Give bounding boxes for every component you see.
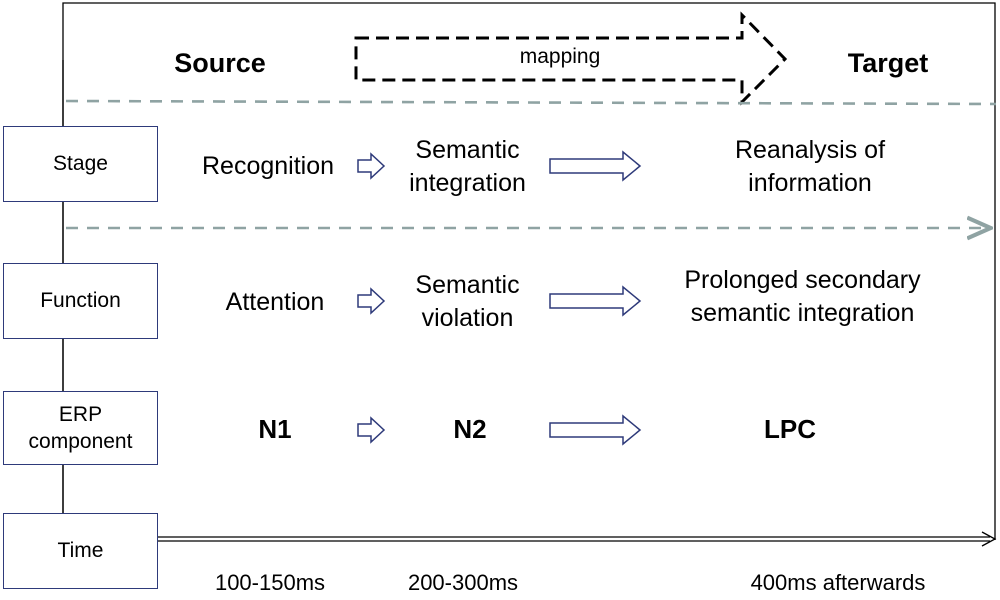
long-arrow-stage [549,150,642,182]
function-box: Function [3,263,158,339]
time-axis-arrowhead [981,531,997,547]
target-label: Target [847,48,929,78]
function-prolonged-integration: Prolonged secondary semantic integration [684,266,921,327]
function-box-label: Function [40,289,121,313]
erp-component-box: ERP component [3,391,158,465]
stage-box: Stage [3,126,158,202]
small-arrow-function [357,287,386,315]
time-100-150ms: 100-150ms [214,570,326,595]
source-label: Source [174,48,266,78]
small-arrow-stage [357,152,386,180]
erp-n2: N2 [453,414,487,444]
function-semantic-violation: Semantic violation [415,271,520,332]
function-attention: Attention [225,288,325,316]
erp-n1: N1 [258,414,292,444]
stage-semantic-integration: Semantic integration [409,136,526,197]
stage-reanalysis: Reanalysis of information [734,136,886,197]
erp-component-box-label: ERP component [28,402,133,453]
dashed-separator-top [65,99,997,106]
stage-box-label: Stage [53,152,108,176]
time-box-label: Time [57,539,104,563]
time-400ms-afterwards: 400ms afterwards [750,570,926,595]
long-arrow-erp [549,414,642,446]
stage-recognition: Recognition [201,152,335,180]
erp-lpc: LPC [764,414,816,444]
mapping-label: mapping [519,45,601,68]
small-arrow-erp [357,416,386,444]
time-200-300ms: 200-300ms [407,570,519,595]
long-arrow-function [549,285,642,317]
time-box: Time [3,513,158,589]
mapping-arrow [354,11,788,106]
